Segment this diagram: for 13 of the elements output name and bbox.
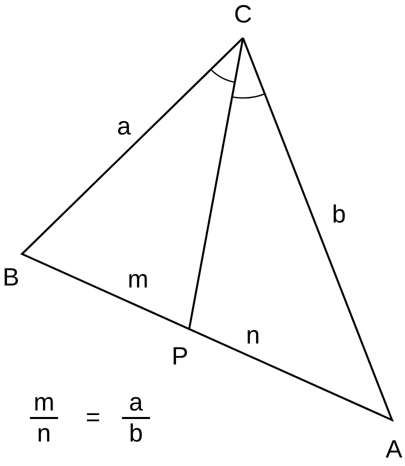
formula-variable: b bbox=[129, 422, 143, 446]
side-label: a bbox=[117, 114, 131, 140]
equals-sign: = bbox=[86, 406, 100, 430]
segment-label: m bbox=[128, 268, 148, 292]
point-label: P bbox=[172, 344, 188, 370]
formula-variable: m bbox=[34, 390, 54, 416]
formula-variable: a bbox=[129, 390, 143, 416]
formula-variable: n bbox=[37, 422, 51, 446]
vertex-label: B bbox=[2, 266, 20, 290]
segment-label: n bbox=[246, 324, 260, 348]
side-label: b bbox=[332, 202, 346, 228]
vertex-label: C bbox=[234, 2, 252, 28]
vertex-label: A bbox=[386, 438, 402, 462]
